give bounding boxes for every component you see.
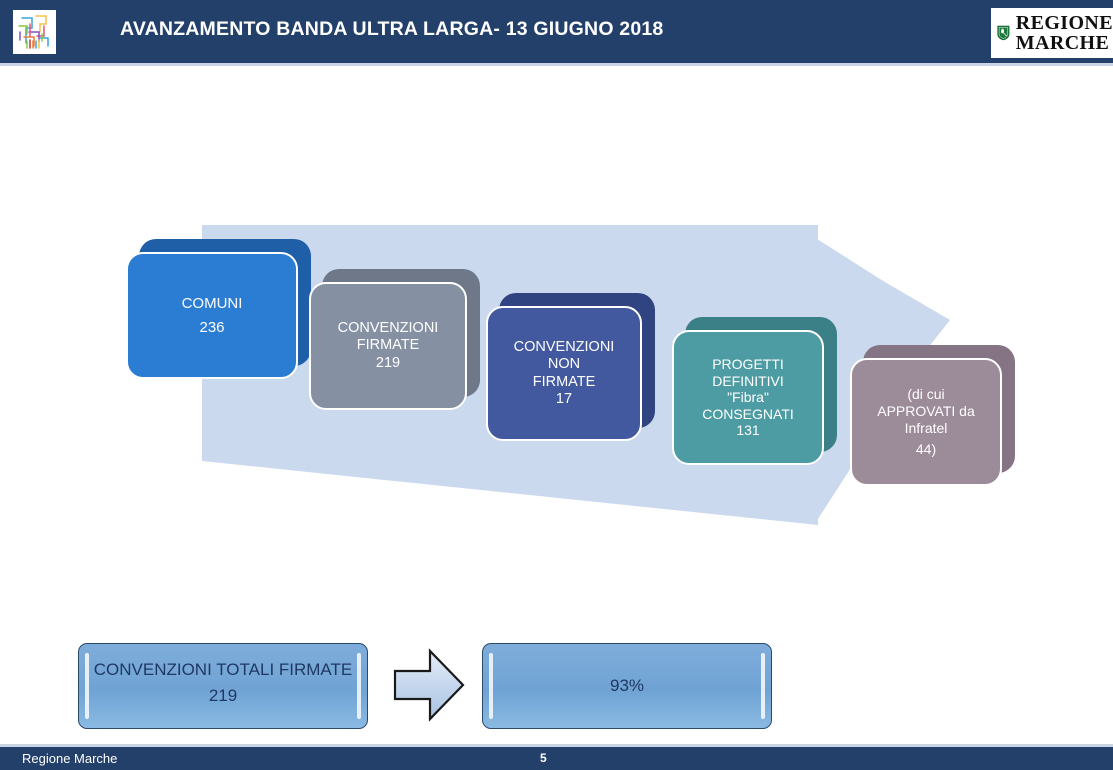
process-step-face: (di cui APPROVATI da Infratel 44): [850, 358, 1002, 486]
process-step-label: CONVENZIONI: [513, 339, 615, 356]
process-step-label: CONSEGNATI: [702, 405, 794, 422]
process-step-face: PROGETTI DEFINITIVI "Fibra" CONSEGNATI 1…: [672, 330, 824, 465]
process-step-label: CONVENZIONI: [337, 320, 439, 337]
footer-bar: [0, 747, 1113, 770]
network-lines-logo-graphic: [18, 15, 49, 49]
process-step-progetti-definitivi[interactable]: PROGETTI DEFINITIVI "Fibra" CONSEGNATI 1…: [672, 317, 837, 465]
process-step-label: PROGETTI: [712, 356, 784, 373]
process-step-value: 236: [199, 318, 225, 336]
process-step-label: Infratel: [904, 419, 948, 436]
box-highlight-left: [489, 653, 493, 719]
process-step-label: FIRMATE: [356, 337, 420, 354]
process-step-value: 17: [555, 390, 573, 407]
process-step-approvati-infratel[interactable]: (di cui APPROVATI da Infratel 44): [850, 345, 1015, 486]
regione-marche-logo: REGIONE MARCHE: [991, 8, 1113, 58]
network-lines-logo: [13, 10, 56, 54]
process-step-label: (di cui: [907, 386, 945, 403]
process-step-convenzioni-non-firmate[interactable]: CONVENZIONI NON FIRMATE 17: [486, 293, 655, 441]
process-step-value: 131: [736, 422, 760, 439]
header-bar: [0, 0, 1113, 63]
process-step-label: "Fibra": [727, 389, 769, 406]
header-divider: [0, 63, 1113, 66]
process-step-value: 44): [915, 441, 937, 458]
logo-line-marche: MARCHE: [1015, 32, 1110, 54]
summary-left-value: 219: [208, 686, 238, 706]
summary-right-value: 93%: [609, 676, 645, 695]
box-highlight-left: [85, 653, 89, 719]
summary-right-box[interactable]: 93%: [482, 643, 772, 729]
footer-label: Regione Marche: [22, 751, 118, 766]
process-step-label: APPROVATI da: [877, 402, 975, 419]
summary-left-label: CONVENZIONI TOTALI FIRMATE: [93, 660, 353, 680]
process-step-comuni[interactable]: COMUNI 236: [126, 239, 311, 379]
box-highlight-right: [761, 653, 765, 719]
process-step-label: COMUNI: [181, 294, 243, 312]
footer-divider: [0, 744, 1113, 747]
right-arrow-icon: [392, 645, 466, 725]
process-step-value: 219: [375, 354, 401, 371]
process-step-face: CONVENZIONI FIRMATE 219: [309, 282, 467, 410]
logo-line-regione: REGIONE: [1015, 12, 1113, 34]
process-step-label: FIRMATE: [532, 373, 596, 390]
process-step-convenzioni-firmate[interactable]: CONVENZIONI FIRMATE 219: [309, 269, 480, 410]
process-step-face: CONVENZIONI NON FIRMATE 17: [486, 306, 642, 441]
summary-left-box[interactable]: CONVENZIONI TOTALI FIRMATE 219: [78, 643, 368, 729]
process-step-label: NON: [547, 356, 581, 373]
process-step-label: DEFINITIVI: [712, 372, 784, 389]
page-title: AVANZAMENTO BANDA ULTRA LARGA- 13 GIUGNO…: [120, 18, 664, 40]
right-arrow-shape: [393, 648, 465, 722]
summary-left-content: CONVENZIONI TOTALI FIRMATE 219: [94, 659, 353, 713]
process-step-face: COMUNI 236: [126, 252, 298, 379]
shield-woodpecker-icon: [997, 25, 1010, 41]
box-highlight-right: [357, 653, 361, 719]
page-number: 5: [540, 751, 547, 765]
regione-marche-logo-text: REGIONE MARCHE: [1016, 13, 1113, 53]
